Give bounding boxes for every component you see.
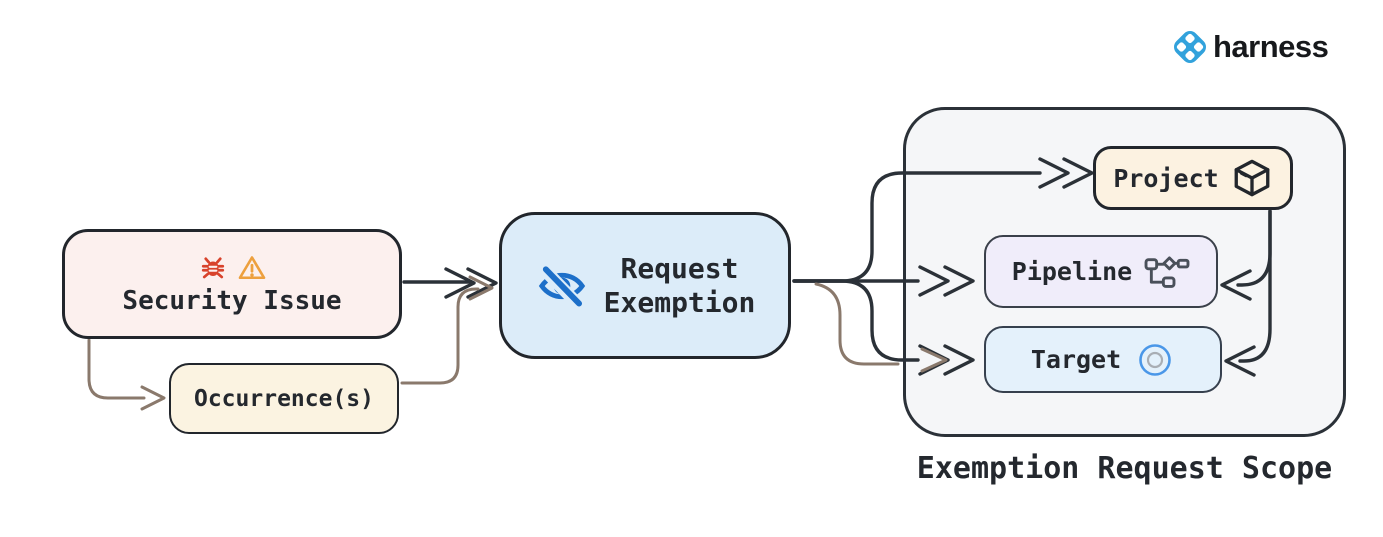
eye-off-icon xyxy=(538,263,585,311)
node-target: Target xyxy=(984,326,1222,393)
target-label: Target xyxy=(1030,345,1122,374)
project-label: Project xyxy=(1113,163,1219,193)
node-security-issue: Security Issue xyxy=(62,229,402,339)
security-issue-label: Security Issue xyxy=(122,285,342,316)
target-icon xyxy=(1139,343,1171,376)
node-project: Project xyxy=(1093,146,1293,210)
pipeline-icon xyxy=(1144,255,1190,288)
arrow-security-to-exemption xyxy=(402,267,498,299)
arrow-occurrences-to-exemption xyxy=(400,275,494,385)
node-pipeline: Pipeline xyxy=(984,235,1218,308)
arrow-security-to-occurrences xyxy=(87,338,166,411)
warning-icon xyxy=(238,255,265,279)
request-exemption-label: Request Exemption xyxy=(603,251,756,319)
pipeline-label: Pipeline xyxy=(1011,257,1133,286)
harness-logo-icon xyxy=(1174,31,1206,63)
security-issue-icons xyxy=(198,253,267,283)
bug-icon xyxy=(201,256,224,278)
package-icon xyxy=(1234,159,1270,197)
occurrences-label: Occurrence(s) xyxy=(193,385,374,412)
brand-name: harness xyxy=(1213,29,1329,64)
brand-logo: harness xyxy=(1170,27,1329,67)
node-occurrences: Occurrence(s) xyxy=(169,363,399,434)
scope-caption: Exemption Request Scope xyxy=(916,451,1333,486)
node-request-exemption: Request Exemption xyxy=(499,212,791,359)
